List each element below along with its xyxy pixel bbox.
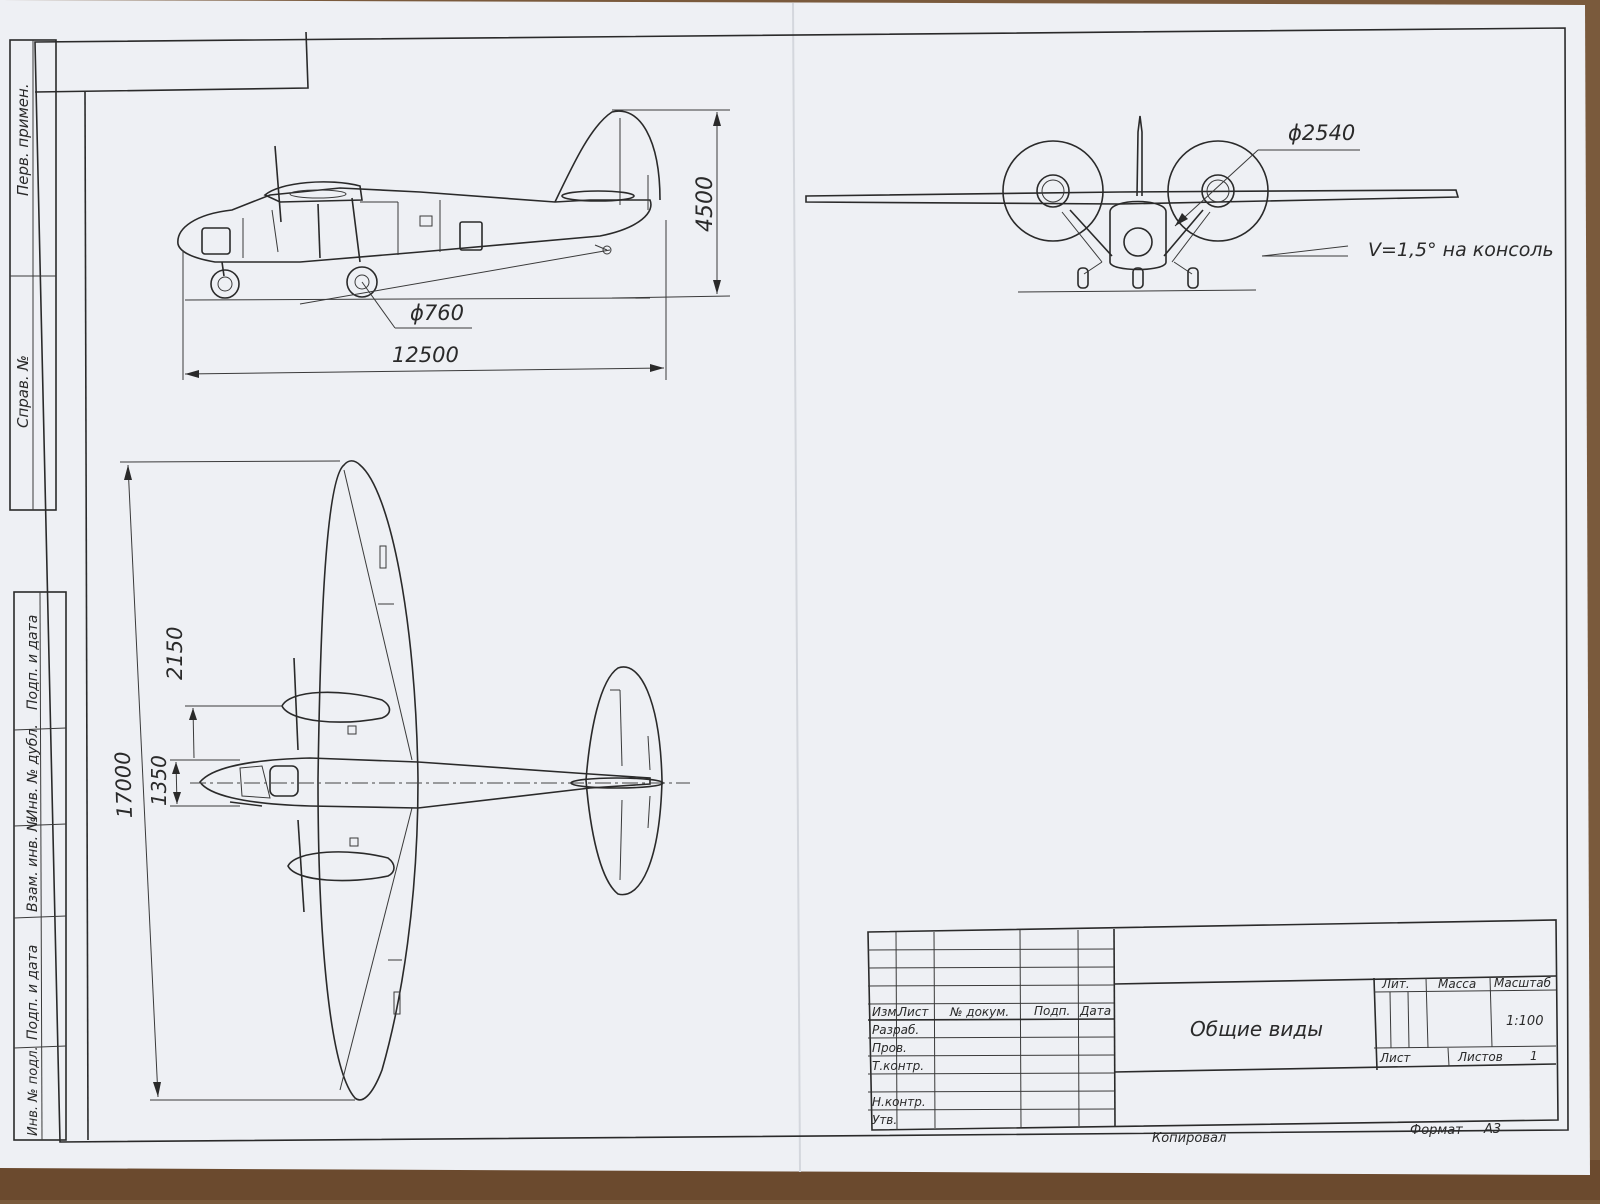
front-fuselage [1109, 200, 1167, 271]
wheel-dimension-text: ϕ760 [410, 301, 464, 325]
front-left-wheel [1077, 267, 1089, 289]
top-horizontal-tail [585, 666, 663, 896]
front-wing [805, 189, 1460, 205]
inv-dubl-label: Инв. № дубл. [25, 724, 41, 820]
vzam-inv-label: Взам. инв. № [25, 817, 41, 912]
top-right-propeller [297, 819, 305, 913]
front-right-wheel [1187, 267, 1199, 289]
top-left-box [34, 31, 309, 93]
left-strip-upper: Перв. примен. Справ. № [9, 39, 57, 511]
side-vertical-tail [554, 110, 661, 203]
col-podp: Подп. [1034, 1004, 1070, 1018]
top-right-nacelle [287, 851, 395, 882]
col-lit: Лит. [1381, 977, 1410, 991]
row-utv: Утв. [872, 1113, 897, 1127]
span-dimension-line [127, 464, 159, 1098]
side-cockpit-window [201, 227, 231, 255]
top-left-nacelle [281, 691, 391, 723]
drawing-frame [34, 27, 1569, 1143]
fold-line [792, 2, 801, 1173]
side-nose-wheel [210, 269, 240, 299]
row-nkontr: Н.контр. [872, 1095, 926, 1109]
side-stabilizer [561, 190, 635, 202]
span-dimension-text: 17000 [111, 751, 137, 819]
col-izm: Изм. [872, 1005, 900, 1019]
dihedral-note-text: V=1,5° на консоль [1368, 239, 1554, 261]
prop-dimension-text: ϕ2540 [1288, 121, 1355, 145]
format-value: А3 [1483, 1122, 1501, 1137]
engine-offset-dimension-text: 2150 [163, 627, 187, 680]
front-fin [1136, 115, 1143, 197]
left-strip-lower: Подп. и дата Инв. № дубл. Взам. инв. № П… [13, 591, 67, 1141]
col-masshtab: Масштаб [1494, 976, 1552, 990]
sprav-no-label: Справ. № [14, 355, 32, 428]
inv-podl-label: Инв. № подл. [26, 1046, 41, 1136]
fuselage-width-dimension-text: 1350 [147, 755, 171, 806]
front-left-prop-disc [1002, 140, 1104, 242]
row-razrab: Разраб. [872, 1023, 919, 1037]
height-dimension-text: 4500 [693, 176, 718, 232]
top-wing [317, 460, 419, 1101]
front-nose-wheel [1132, 267, 1144, 289]
podp-data-label-2: Подп. и дата [25, 945, 41, 1040]
scale-value: 1:100 [1506, 1014, 1543, 1029]
col-massa: Масса [1438, 977, 1476, 991]
front-view: ϕ2540 V=1,5° на консоль [805, 115, 1554, 293]
perv-primen-label: Перв. примен. [14, 83, 32, 196]
top-cockpit [269, 765, 299, 797]
top-fuselage [199, 757, 651, 809]
sheet-label: Лист [1379, 1051, 1411, 1065]
title-block: Изм. Лист № докум. Подп. Дата Разраб. Пр… [867, 919, 1559, 1131]
front-right-prop-disc [1167, 140, 1269, 242]
side-strut [317, 203, 321, 259]
format-label: Формат [1410, 1123, 1463, 1138]
drawing-title: Общие виды [1190, 1017, 1323, 1041]
top-left-propeller [293, 657, 299, 751]
row-tkontr: Т.контр. [872, 1059, 924, 1073]
kopiroval-label: Копировал [1152, 1131, 1226, 1146]
row-prov: Пров. [872, 1041, 907, 1055]
length-dimension-text: 12500 [392, 343, 459, 367]
podp-data-label-1: Подп. и дата [25, 615, 41, 710]
side-door [459, 221, 483, 251]
sheets-label: Листов [1457, 1050, 1503, 1064]
side-fuselage [177, 187, 652, 263]
top-fin [570, 777, 664, 789]
col-data: Дата [1079, 1004, 1111, 1018]
top-view: 17000 2150 1350 [111, 460, 690, 1101]
sheets-value: 1 [1530, 1049, 1538, 1063]
side-view: 4500 ϕ760 12500 [177, 109, 731, 380]
side-main-wheel [346, 266, 378, 298]
col-list: Лист [897, 1005, 929, 1019]
side-propeller [274, 145, 282, 223]
paper-sheet [0, 0, 1590, 1175]
length-dimension-line [184, 367, 665, 375]
col-doc-no: № докум. [949, 1005, 1009, 1019]
side-engine-nacelle [263, 181, 363, 203]
